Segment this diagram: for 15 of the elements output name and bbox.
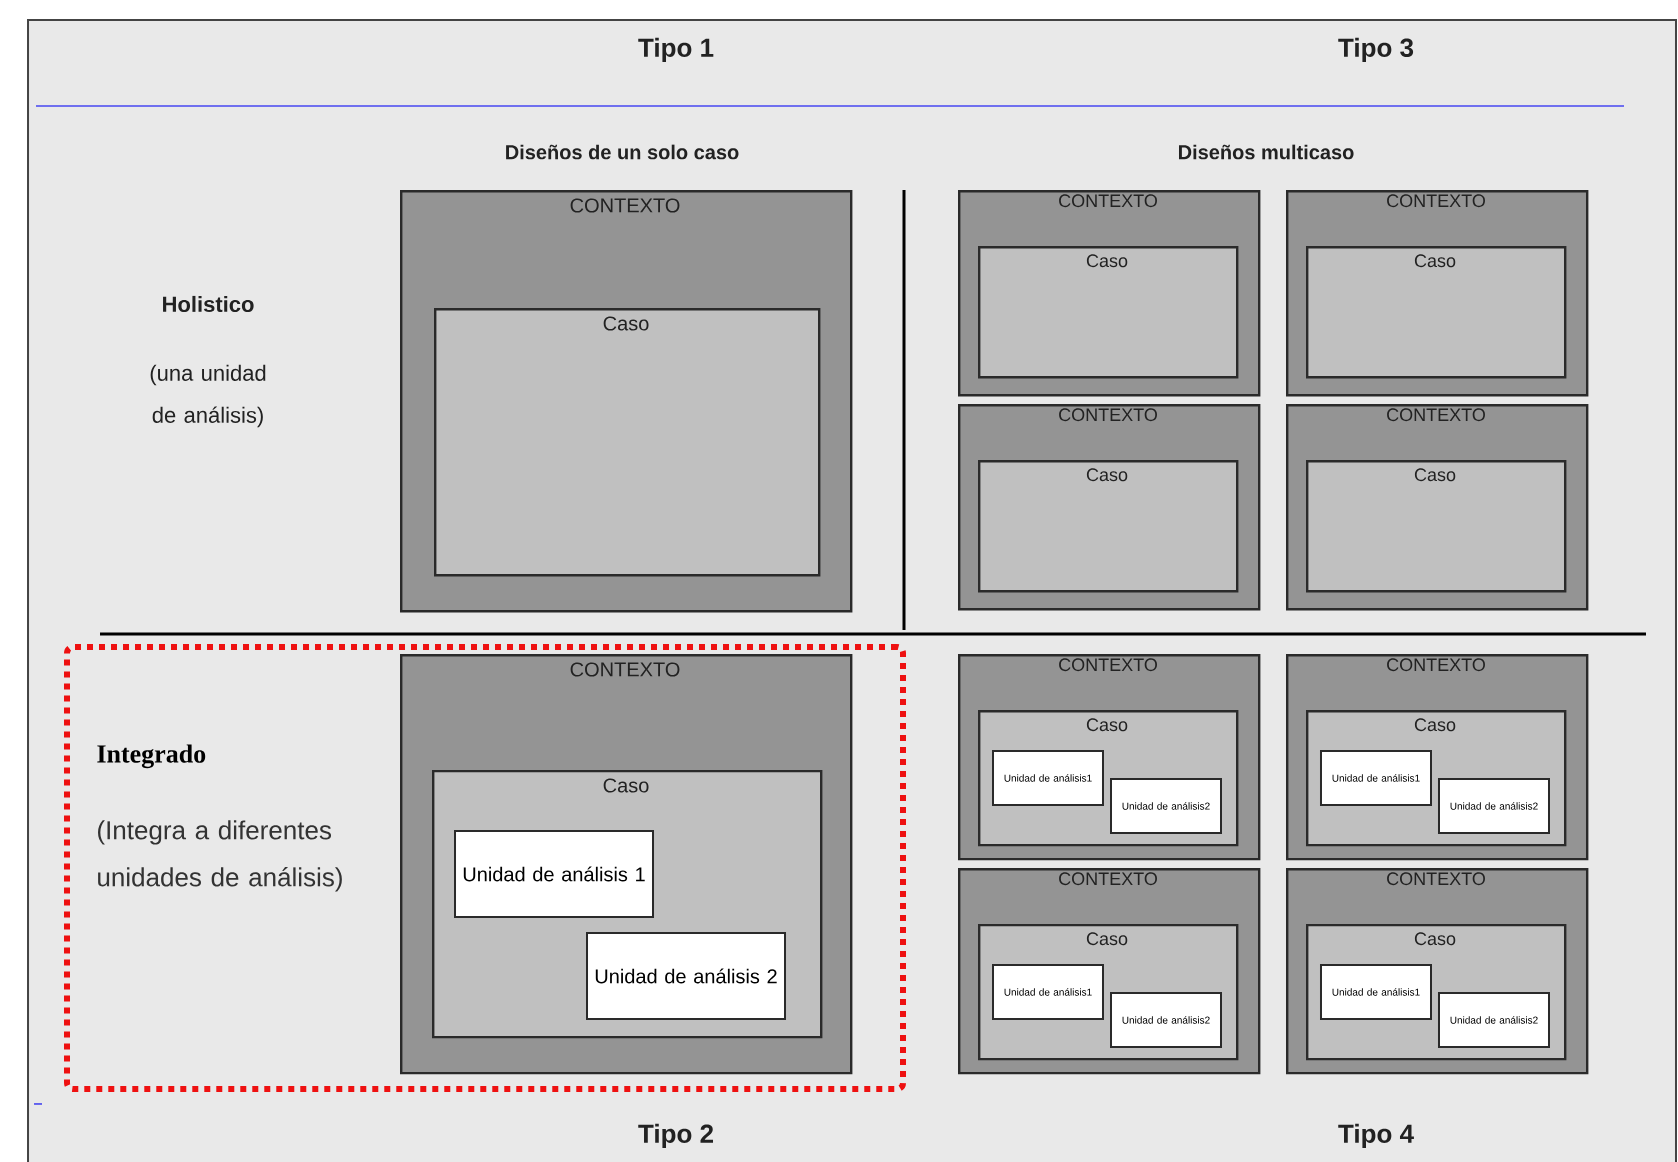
case-box: Caso [1306,460,1567,593]
column-subheading: Diseños multicaso [1179,144,1354,160]
column-heading: Tipo 1 [638,37,714,63]
row-heading: Holistico [163,295,254,313]
case-box: Caso [434,308,821,577]
unit-box: Unidad de análisis 2 [586,932,786,1020]
column-subheading: Diseños de un solo caso [506,144,739,160]
column-heading: Tipo 2 [638,1123,713,1149]
case-box: Caso [978,460,1239,593]
unit-box: Unidad de análisis 1 [454,829,654,918]
case-box: Caso [1306,246,1567,379]
case-box: Caso [978,246,1239,379]
row-description: (una unidad de análisis) [150,364,266,428]
column-heading: Tipo 4 [1338,1123,1414,1149]
column-heading: Tipo 3 [1338,37,1414,63]
